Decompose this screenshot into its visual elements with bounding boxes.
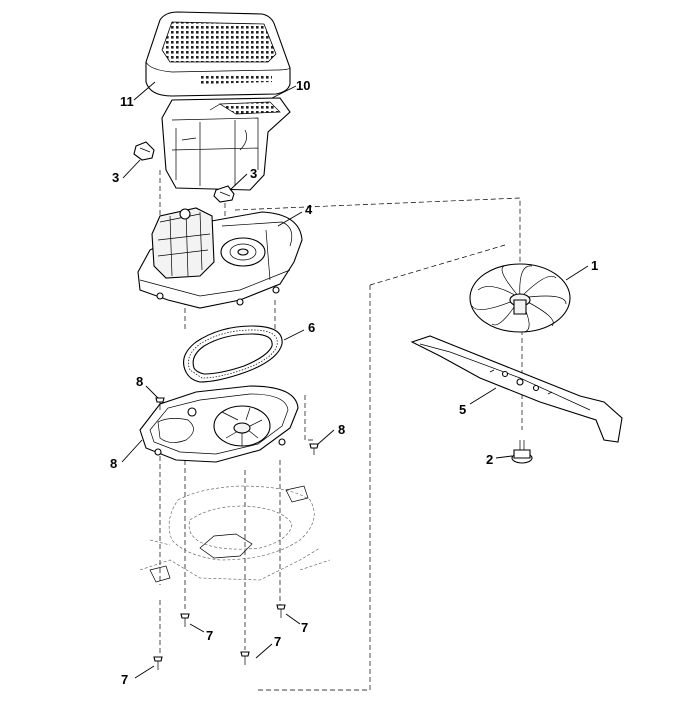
callout-7-c: 7 bbox=[274, 634, 281, 649]
callout-7-a: 7 bbox=[206, 628, 213, 643]
callout-7-d: 7 bbox=[121, 672, 128, 687]
callout-8-right: 8 bbox=[338, 422, 345, 437]
assembly-lines bbox=[159, 170, 523, 691]
clip-icon bbox=[213, 185, 235, 203]
screw-icon bbox=[276, 604, 286, 618]
screw-icon bbox=[309, 443, 319, 455]
drive-belt-icon bbox=[183, 325, 283, 383]
callout-7-b: 7 bbox=[301, 620, 308, 635]
callout-1: 1 bbox=[591, 258, 598, 273]
motor-cover-lower-icon bbox=[161, 97, 291, 191]
clip-icon bbox=[133, 141, 155, 161]
callout-8-upper: 8 bbox=[136, 374, 143, 389]
callout-labels: 11 10 3 3 4 1 6 8 8 8 5 2 7 7 7 7 bbox=[110, 78, 598, 687]
belt-cover-icon bbox=[139, 385, 299, 463]
callout-9: 8 bbox=[110, 456, 117, 471]
callout-10: 10 bbox=[296, 78, 310, 93]
callout-3-right: 3 bbox=[250, 166, 257, 181]
callout-5: 5 bbox=[459, 402, 466, 417]
callout-3-left: 3 bbox=[112, 170, 119, 185]
callout-2: 2 bbox=[486, 452, 493, 467]
fan-impeller-icon bbox=[469, 263, 571, 333]
callout-11: 11 bbox=[120, 94, 134, 109]
screw-icon bbox=[240, 651, 250, 665]
blade-bolt-icon bbox=[511, 440, 533, 464]
mower-blade-icon bbox=[410, 335, 623, 443]
callout-6: 6 bbox=[308, 320, 315, 335]
mower-deck-phantom-icon bbox=[139, 485, 331, 583]
screw-icon bbox=[155, 397, 165, 410]
motor-hood-icon bbox=[145, 11, 291, 97]
callout-leaders bbox=[121, 81, 589, 679]
callout-4: 4 bbox=[305, 202, 313, 217]
screw-icon bbox=[153, 656, 163, 670]
screw-icon bbox=[180, 613, 190, 627]
motor-housing-icon bbox=[137, 207, 303, 309]
